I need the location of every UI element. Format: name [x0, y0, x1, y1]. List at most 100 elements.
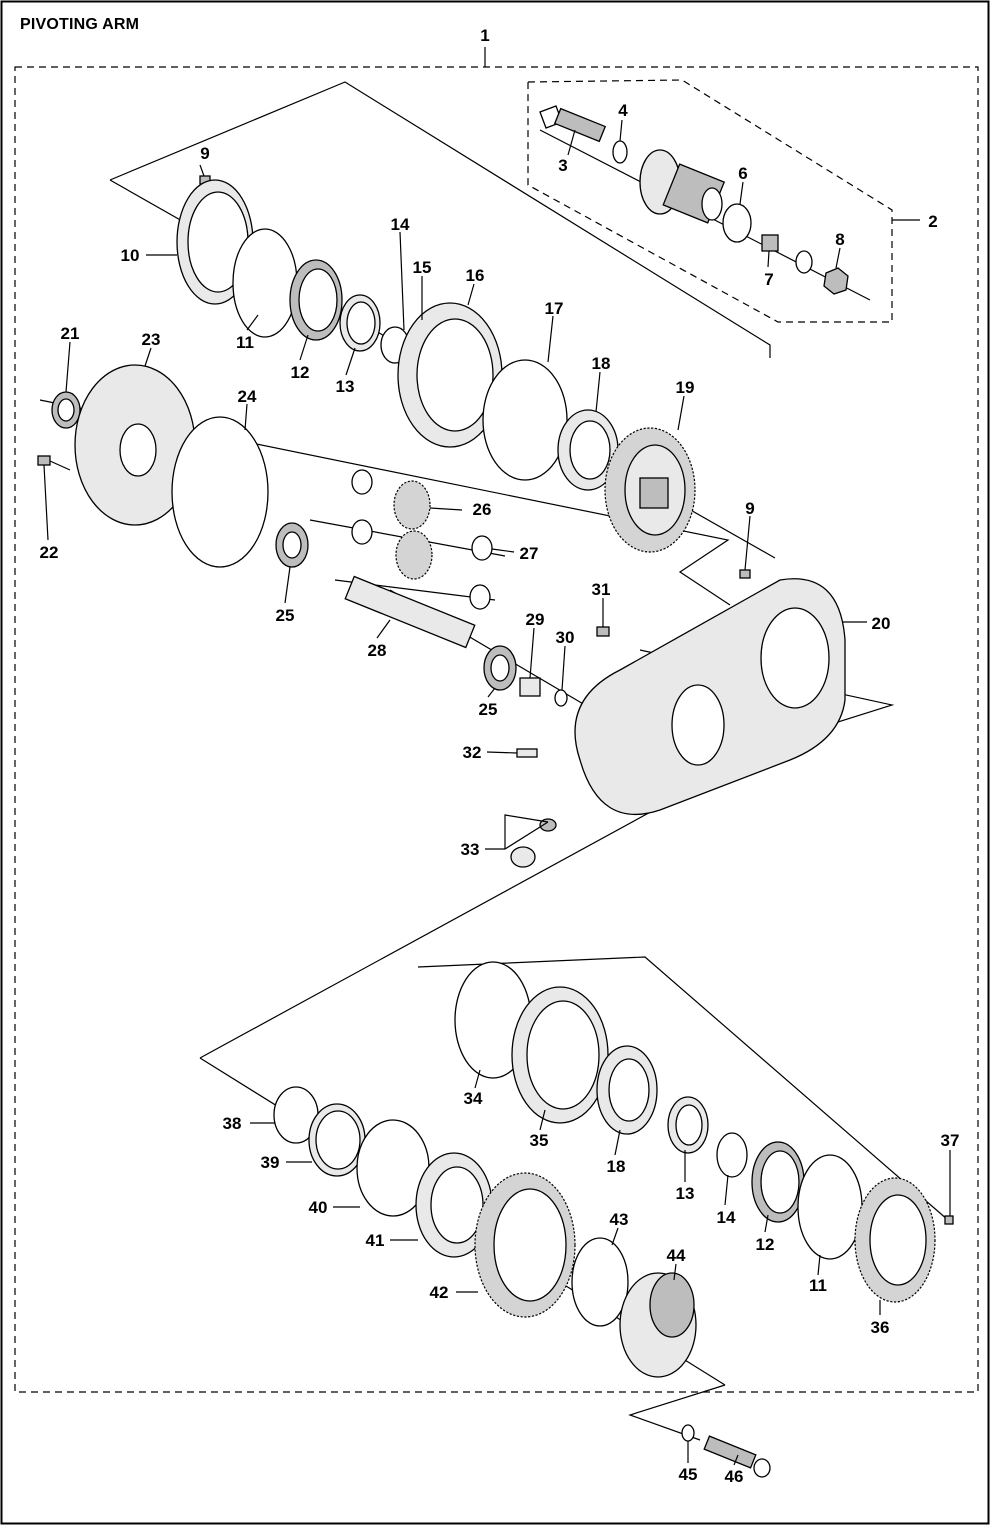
part-18-bearing-upper	[557, 409, 619, 491]
callout-12-upper: 12	[291, 363, 310, 382]
part-39-ring	[308, 1103, 366, 1177]
callout-33: 33	[461, 840, 480, 859]
leader-9-lower	[744, 515, 751, 571]
callout-22: 22	[40, 543, 59, 562]
leader-32	[486, 751, 518, 754]
leader-44	[673, 1263, 677, 1281]
callout-21: 21	[61, 324, 80, 343]
part-16-bearing-carrier	[397, 302, 503, 448]
callout-3: 3	[558, 156, 567, 175]
leader-12-lower	[764, 1214, 769, 1233]
part-5-hub	[639, 149, 726, 224]
upper-bracket-line	[109, 81, 771, 358]
callout-38: 38	[223, 1114, 242, 1133]
callout-23: 23	[142, 330, 161, 349]
callout-36: 36	[871, 1318, 890, 1337]
callout-27: 27	[520, 544, 539, 563]
part-21-seal	[51, 391, 81, 429]
callout-11-upper: 11	[236, 333, 254, 352]
callout-18-lower: 18	[607, 1157, 626, 1176]
leader-26	[429, 507, 463, 511]
leader-28	[376, 619, 391, 639]
leader-22	[43, 464, 49, 541]
callout-11-lower: 11	[809, 1276, 827, 1295]
callout-31: 31	[592, 580, 611, 599]
leader-25-lower	[487, 687, 496, 698]
callout-13-upper: 13	[336, 377, 355, 396]
callout-45: 45	[679, 1465, 698, 1484]
part-27-bearings	[469, 535, 493, 610]
part-26-pinion-gear	[351, 469, 433, 580]
callout-46: 46	[725, 1467, 744, 1486]
leader-29	[529, 627, 535, 679]
callout-13-lower: 13	[676, 1184, 695, 1203]
callout-12-lower: 12	[756, 1235, 775, 1254]
part-18-bearing-lower	[596, 1045, 658, 1135]
part-17-o-ring	[482, 359, 568, 481]
leader-24	[244, 403, 248, 431]
leader-18-upper	[595, 371, 601, 413]
callout-39: 39	[261, 1153, 280, 1172]
callout-20: 20	[872, 614, 891, 633]
leader-30	[561, 645, 566, 691]
part-13-ring-lower	[667, 1096, 709, 1154]
leader-33b	[504, 814, 549, 849]
leader-43	[611, 1227, 619, 1246]
callout-7: 7	[764, 270, 773, 289]
part-3-bolt	[539, 105, 607, 143]
callout-37: 37	[941, 1131, 960, 1150]
leader-14-upper	[399, 231, 405, 331]
callout-1: 1	[480, 26, 489, 45]
leader-21	[65, 341, 71, 393]
part-25-bearing-lower	[483, 645, 517, 691]
leader-7	[767, 250, 770, 268]
part-30-washer	[554, 689, 568, 707]
lower-bracket-diagonal	[199, 784, 701, 1059]
leader-6	[739, 181, 744, 205]
middle-axis-line	[39, 399, 731, 606]
callout-30: 30	[556, 628, 575, 647]
leader-17	[547, 315, 554, 363]
part-43-o-ring	[571, 1237, 629, 1327]
part-20-housing	[574, 569, 846, 816]
part-8-nut	[823, 267, 849, 295]
part-9-screw-lower	[739, 569, 751, 579]
leader-12-upper	[299, 334, 309, 361]
part-45-washer	[681, 1424, 695, 1442]
part-42-gear-lower	[474, 1172, 576, 1318]
part-28-shaft	[344, 575, 476, 649]
callout-42: 42	[430, 1283, 449, 1302]
callout-43: 43	[610, 1210, 629, 1229]
leader-9-upper	[199, 164, 205, 177]
leader-27	[491, 548, 515, 553]
leader-19	[677, 395, 685, 431]
callout-40: 40	[309, 1198, 328, 1217]
callout-17: 17	[545, 299, 564, 318]
part-6-o-ring	[722, 203, 752, 243]
leader-3	[567, 129, 576, 156]
leader-8	[835, 247, 841, 269]
callout-9-lower: 9	[745, 499, 754, 518]
callout-18-upper: 18	[592, 354, 611, 373]
callout-25-upper: 25	[276, 606, 295, 625]
assembly-2-boundary	[527, 79, 893, 323]
part-19-gear-upper	[604, 427, 696, 553]
part-41-bearing	[415, 1152, 493, 1258]
callout-32: 32	[463, 743, 482, 762]
leader-11-upper	[246, 314, 259, 331]
leader-16	[467, 283, 475, 306]
part-37-screw	[944, 1215, 954, 1225]
leader-18-lower	[614, 1129, 621, 1156]
callout-26: 26	[473, 500, 492, 519]
leader-34	[474, 1069, 481, 1089]
callout-4: 4	[618, 101, 628, 120]
leader-4	[619, 119, 623, 142]
part-7-spring-sleeve	[761, 234, 779, 252]
leader-14-lower	[724, 1174, 729, 1206]
part-31-screw	[596, 626, 610, 637]
part-14-o-ring-lower	[716, 1132, 748, 1178]
part-22-screw	[37, 455, 71, 471]
callout-35: 35	[530, 1131, 549, 1150]
part-33-plug	[510, 818, 557, 868]
